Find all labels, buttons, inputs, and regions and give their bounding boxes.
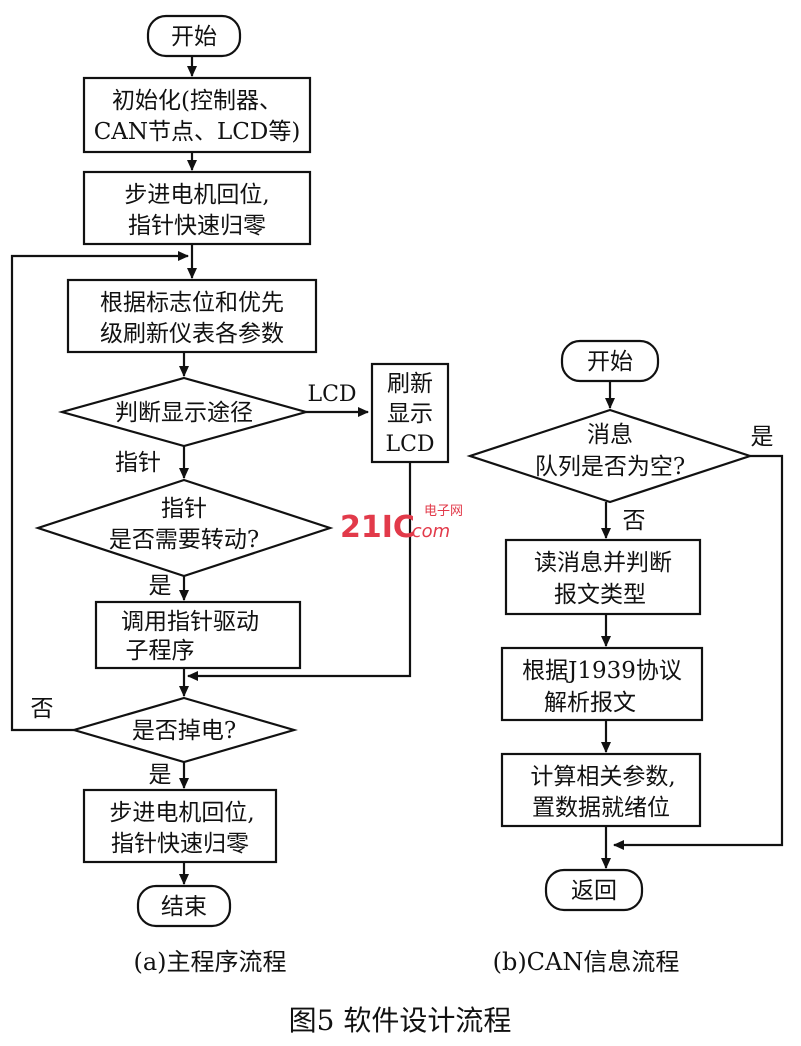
yes-label-b: 是 bbox=[751, 424, 774, 450]
start-label-a: 开始 bbox=[171, 24, 217, 50]
watermark-bottom: .com bbox=[406, 521, 450, 542]
call-line2: 子程序 bbox=[126, 638, 195, 664]
watermark-logo: 21IC bbox=[340, 510, 415, 545]
queue-line1: 消息 bbox=[587, 422, 633, 448]
yes-label-1: 是 bbox=[149, 573, 172, 599]
power-off-label: 是否掉电? bbox=[132, 718, 236, 744]
lcd-branch-label: LCD bbox=[307, 382, 356, 407]
home-box bbox=[82, 170, 312, 246]
need-line2: 是否需要转动? bbox=[109, 527, 259, 553]
end-label: 结束 bbox=[161, 894, 207, 920]
no-label-b: 否 bbox=[623, 508, 646, 534]
yes-label-2: 是 bbox=[149, 762, 172, 788]
parse-box bbox=[500, 646, 704, 722]
init-box bbox=[82, 76, 312, 154]
init-line2: CAN节点、LCD等) bbox=[94, 119, 301, 145]
end-home-box bbox=[82, 788, 278, 864]
lcd-refresh-box bbox=[370, 362, 450, 464]
refresh-box bbox=[66, 278, 318, 354]
caption-a: (a)主程序流程 bbox=[133, 948, 286, 976]
read-line1: 读消息并判断 bbox=[534, 550, 672, 576]
end-terminal bbox=[136, 884, 232, 928]
caption-b: (b)CAN信息流程 bbox=[493, 948, 680, 976]
lcd-box-line3: LCD bbox=[385, 432, 434, 457]
yes-branch-line bbox=[613, 454, 784, 850]
read-msg-box bbox=[504, 538, 702, 616]
call-line1: 调用指针驱动 bbox=[121, 609, 259, 635]
parse-line2: 解析报文 bbox=[544, 690, 636, 716]
queue-empty-diamond bbox=[466, 408, 754, 504]
lcd-box-line1: 刷新 bbox=[387, 371, 433, 397]
flow-a: 开始 初始化(控制器、 CAN节点、LCD等) 步进电机回位, 指针快速归零 根… bbox=[10, 14, 450, 976]
start-label-b: 开始 bbox=[587, 349, 633, 375]
call-driver-box bbox=[94, 600, 302, 670]
calc-line2: 置数据就绪位 bbox=[532, 795, 670, 821]
return-terminal bbox=[544, 868, 644, 912]
no-label: 否 bbox=[31, 696, 54, 722]
home-line2: 指针快速归零 bbox=[128, 213, 266, 239]
figure-title: 图5 软件设计流程 bbox=[289, 1004, 512, 1037]
start-terminal-a bbox=[146, 14, 242, 58]
calc-line1: 计算相关参数, bbox=[530, 764, 675, 790]
watermark: 21IC 电子网 .com bbox=[340, 504, 463, 545]
queue-line2: 队列是否为空? bbox=[535, 454, 685, 480]
home-line1: 步进电机回位, bbox=[124, 182, 269, 208]
loop-back-line bbox=[10, 251, 189, 732]
judge-path-label: 判断显示途径 bbox=[115, 400, 253, 426]
need-line1: 指针 bbox=[161, 496, 207, 522]
calc-box bbox=[500, 752, 702, 828]
end-home-line2: 指针快速归零 bbox=[111, 831, 249, 857]
read-line2: 报文类型 bbox=[554, 582, 646, 608]
end-home-line1: 步进电机回位, bbox=[109, 800, 254, 826]
flow-b: 开始 消息 队列是否为空? 是 否 读消息并判断 报文类型 根据J1939协议 … bbox=[466, 339, 784, 976]
pointer-branch-label: 指针 bbox=[115, 450, 161, 476]
refresh-line1: 根据标志位和优先 bbox=[100, 290, 284, 316]
init-line1: 初始化(控制器、 bbox=[112, 88, 282, 114]
watermark-top: 电子网 bbox=[424, 504, 463, 519]
refresh-line2: 级刷新仪表各参数 bbox=[100, 321, 284, 347]
parse-line1: 根据J1939协议 bbox=[522, 658, 682, 684]
lcd-return-line bbox=[187, 462, 412, 681]
return-label: 返回 bbox=[571, 878, 617, 904]
lcd-box-line2: 显示 bbox=[387, 401, 433, 427]
